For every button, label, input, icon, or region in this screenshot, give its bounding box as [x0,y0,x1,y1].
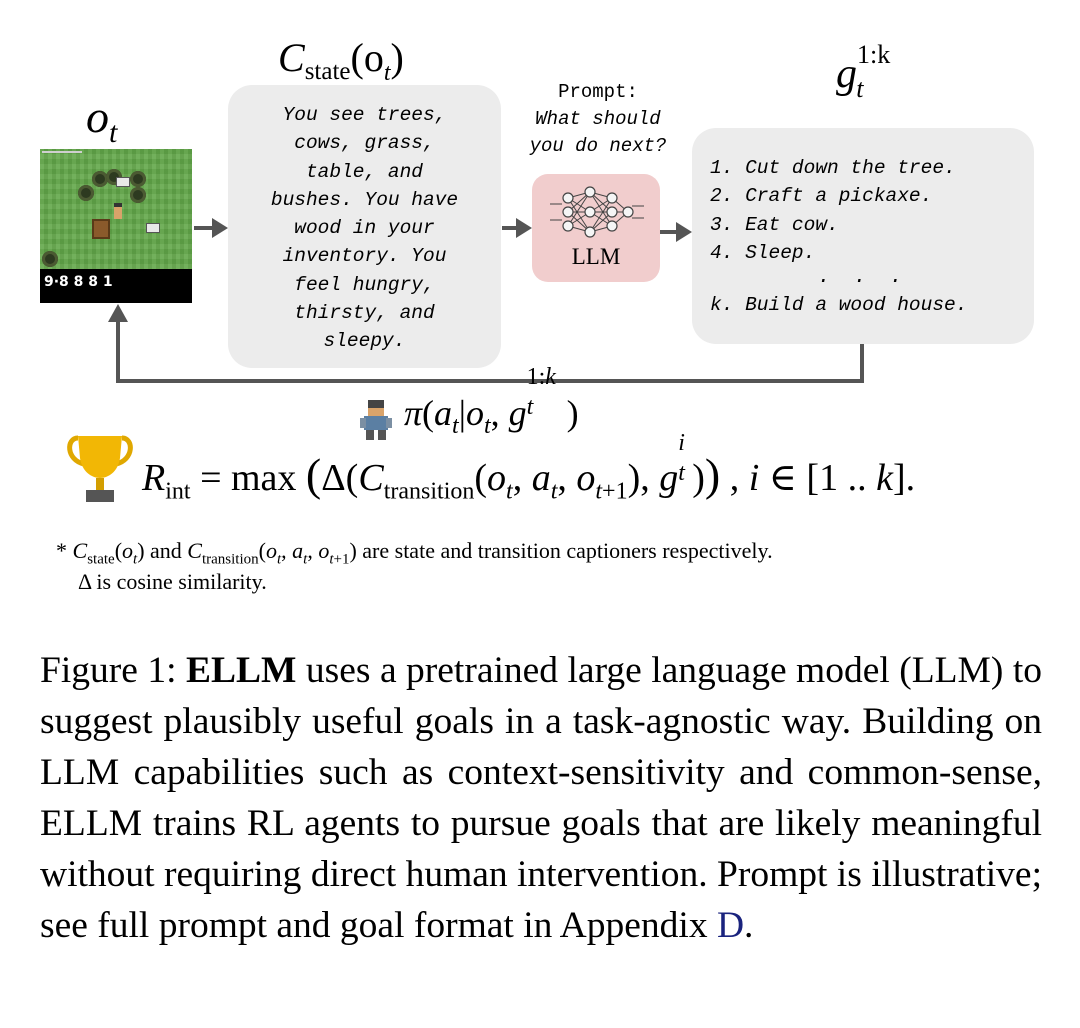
flow-arrows [108,218,864,383]
appendix-link[interactable]: D [716,905,745,946]
trophy-icon [67,435,133,502]
prompt-text: Prompt: What should you do next? [529,81,667,157]
goals-box: 1. Cut down the tree. 2. Craft a pickaxe… [692,128,1034,344]
neural-network-icon [550,186,644,238]
goal-item: 2. Craft a pickaxe. [710,185,933,208]
crafting-table [92,219,110,239]
inventory-status: 9·8 8 8 1 [44,274,113,290]
tree [78,185,94,201]
state-captioner-label: Cstate(ot) [278,35,404,86]
goal-item: 4. Sleep. [710,241,816,264]
agent-sprite-icon [360,400,392,440]
goal-item: 3. Eat cow. [710,213,839,236]
tree [130,171,146,187]
inventory-bar [40,269,192,303]
tree [92,171,108,187]
goal-item: 1. Cut down the tree. [710,157,956,179]
cow [116,177,130,187]
cow [146,223,160,233]
goal-item-last: k. Build a wood house. [710,294,968,316]
goals-ellipsis: . . . [817,266,908,289]
state-caption-box: You see trees, cows, grass, table, and b… [228,85,501,368]
tree [130,187,146,203]
figure-caption: Figure 1: ELLM uses a pretrained large l… [40,650,1042,946]
game-grass [40,149,192,269]
state-caption-text: You see trees, cows, grass, table, and b… [270,104,459,353]
goals-list: 1. Cut down the tree. 2. Craft a pickaxe… [710,154,956,267]
feedback-loop [116,320,864,383]
game-hud-bar [42,151,82,153]
tree [42,251,58,267]
goals-label: g1:kt [836,40,891,103]
figure-footnote: * Cstate(ot) and Ctransition(ot, at, ot+… [56,538,773,594]
reward-formula: Rint = max (Δ(Ctransition(ot, at, ot+1),… [142,430,916,505]
llm-label: LLM [571,244,621,269]
game-observation-image: 9·8 8 8 1 [40,149,192,303]
player-sprite [114,203,122,219]
llm-box: LLM [532,174,660,282]
observation-label: ot [86,91,118,150]
